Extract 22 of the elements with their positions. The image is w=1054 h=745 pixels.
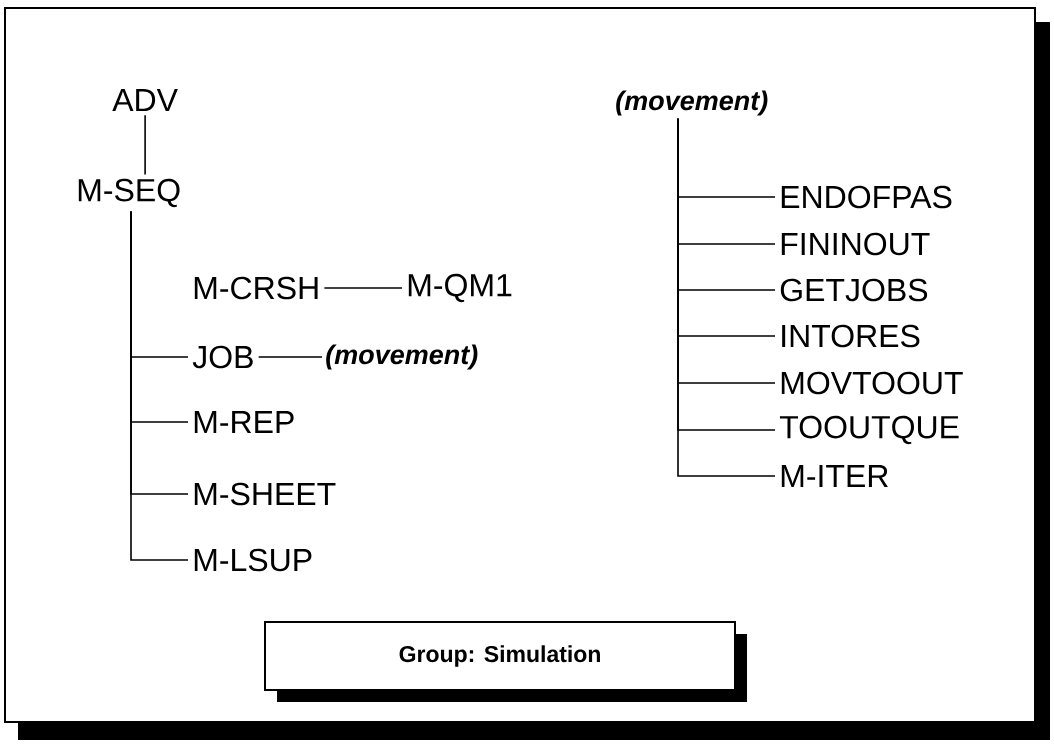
node-label: M-SHEET <box>194 482 336 506</box>
node-label: (movement) <box>616 90 768 116</box>
node-label: ENDOFPAS <box>781 185 952 209</box>
node-label: M-LSUP <box>194 548 312 572</box>
node-label: TOOUTQUE <box>779 415 959 445</box>
node-label: ADV <box>112 89 178 111</box>
connector-line <box>144 114 146 176</box>
node-label: GETJOBS <box>780 278 928 302</box>
connector-line <box>323 287 403 289</box>
node-label: M-SEQ <box>78 178 180 208</box>
node-label: M-REP <box>194 411 294 433</box>
node-label: M-ITER <box>781 465 888 487</box>
connector-line <box>257 356 323 358</box>
node-label: M-CRSH <box>194 276 318 300</box>
caption-box: Group: Simulation <box>264 621 747 702</box>
node-label: INTORES <box>782 324 920 348</box>
connector-line <box>130 210 189 561</box>
node-label: (movement) <box>326 344 478 370</box>
node-label: JOB <box>192 345 253 369</box>
node-label: FININOUT <box>781 232 930 256</box>
node-label: MOVTOOUT <box>781 371 963 395</box>
node-label: M-QM1 <box>408 273 512 303</box>
